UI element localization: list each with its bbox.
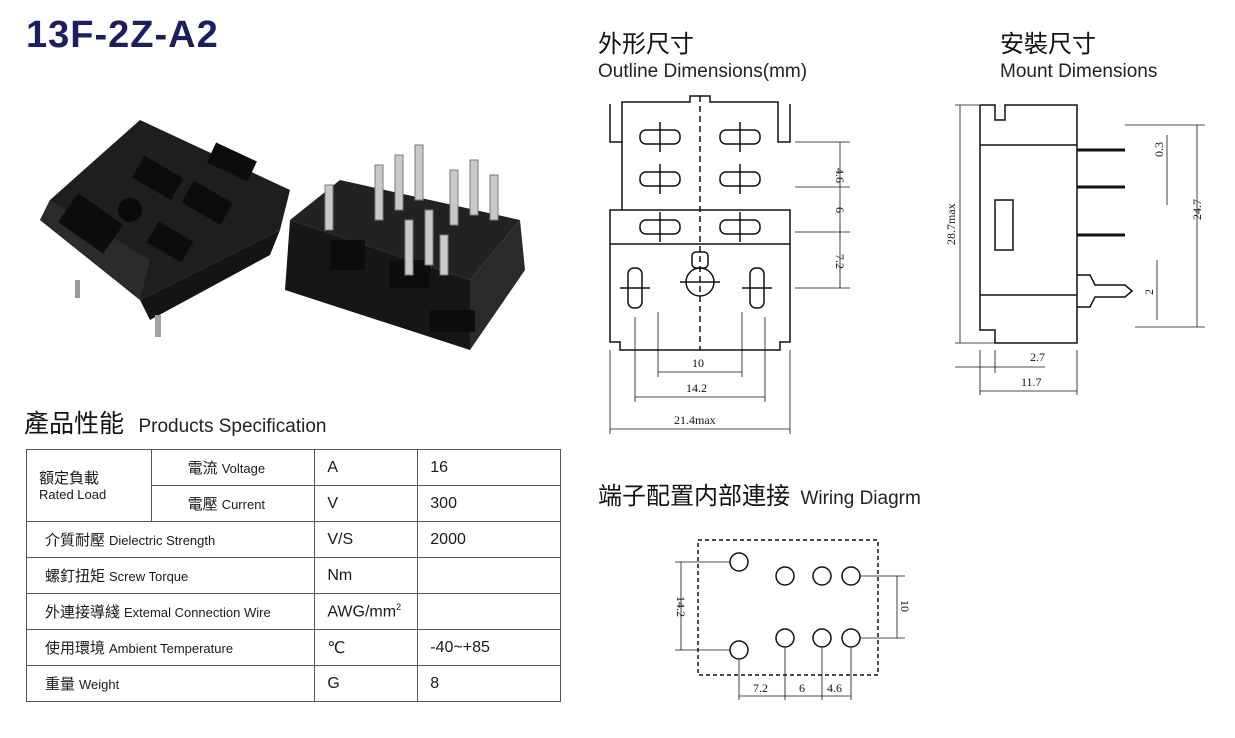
- row-unit: A: [314, 449, 419, 486]
- mount-title-en: Mount Dimensions: [1000, 61, 1158, 82]
- spec-title: 產品性能 Products Specification: [24, 404, 326, 440]
- row-unit: G: [314, 665, 419, 702]
- dim-14-2: 14.2: [674, 596, 688, 617]
- outline-drawing: 4.6 6 7.2 10 14.2 21.4max: [600, 92, 870, 442]
- row-unit: Nm: [314, 557, 419, 594]
- spec-title-cn: 產品性能: [24, 409, 125, 438]
- wiring-diagram: 14.2 10 7.2 6 4.6: [674, 530, 912, 710]
- dim-24-7: 24.7: [1190, 199, 1204, 220]
- dim-7-2: 7.2: [753, 681, 768, 695]
- dim-11-7: 11.7: [1021, 375, 1042, 389]
- row-value: [417, 557, 561, 594]
- outline-title: 外形尺寸 Outline Dimensions(mm): [598, 24, 807, 83]
- rated-load-cell: 額定負載 Rated Load: [26, 449, 152, 522]
- row-unit: AWG/mm2: [314, 593, 419, 630]
- socket-angled-view: [285, 145, 525, 350]
- row-value: [417, 593, 561, 630]
- mount-drawing: 28.7max 0.3 24.7 2 2.7 11.7: [944, 95, 1215, 400]
- row-unit: V/S: [314, 521, 419, 558]
- socket-top-view: [40, 120, 290, 337]
- row-value: 16: [417, 449, 561, 486]
- dim-14-2: 14.2: [686, 381, 707, 395]
- outline-title-cn: 外形尺寸: [598, 30, 694, 58]
- dim-6: 6: [799, 681, 805, 695]
- dim-7-2: 7.2: [833, 254, 847, 269]
- outline-title-en: Outline Dimensions(mm): [598, 61, 808, 82]
- wiring-title-en: Wiring Diagrm: [800, 488, 921, 509]
- model-title: 13F-2Z-A2: [26, 14, 219, 56]
- row-value: 8: [417, 665, 561, 702]
- dim-10: 10: [692, 356, 704, 370]
- dim-4-6: 4.6: [827, 681, 842, 695]
- row-value: 2000: [417, 521, 561, 558]
- dim-10: 10: [898, 600, 912, 612]
- mount-title-cn: 安裝尺寸: [1000, 30, 1096, 58]
- mount-title: 安裝尺寸 Mount Dimensions: [1000, 24, 1157, 83]
- row-value: -40~+85: [417, 629, 561, 666]
- dim-2-7: 2.7: [1030, 350, 1045, 364]
- wiring-title: 端子配置内部連接 Wiring Diagrm: [598, 476, 921, 511]
- row-unit: ℃: [314, 629, 419, 666]
- dim-21-4max: 21.4max: [674, 413, 716, 427]
- wiring-title-cn: 端子配置内部連接: [598, 482, 790, 510]
- row-unit: V: [314, 485, 419, 522]
- dim-6: 6: [833, 207, 847, 213]
- spec-title-en: Products Specification: [138, 416, 327, 437]
- dim-28-7max: 28.7max: [944, 203, 958, 245]
- row-value: 300: [417, 485, 561, 522]
- product-photo: [40, 120, 525, 350]
- dim-2: 2: [1142, 289, 1156, 295]
- dim-4-6: 4.6: [833, 168, 847, 183]
- dim-0-3: 0.3: [1152, 142, 1166, 157]
